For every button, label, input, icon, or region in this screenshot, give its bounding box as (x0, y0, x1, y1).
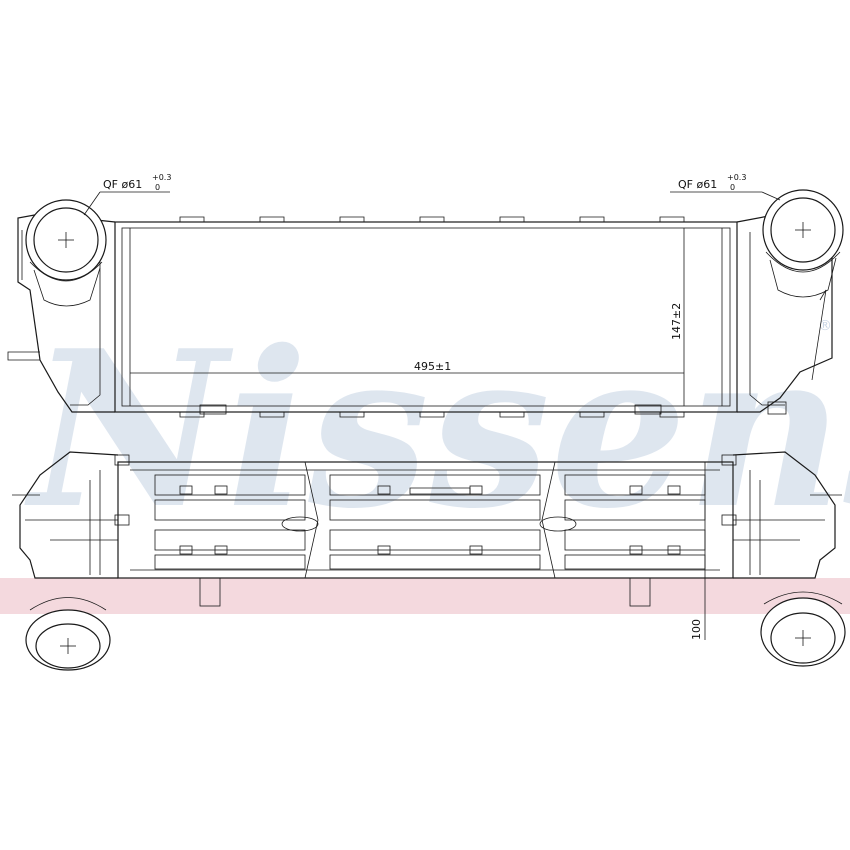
dim-core-length: 495±1 (414, 360, 451, 373)
dim-inlet-left: QF ø61 +0.3 0 (103, 173, 171, 192)
top-view (12, 451, 846, 671)
svg-text:QF ø61: QF ø61 (103, 178, 142, 191)
dim-depth: 100 (690, 619, 703, 640)
svg-text:QF ø61: QF ø61 (678, 178, 717, 191)
watermark-band (0, 578, 850, 614)
svg-text:0: 0 (730, 183, 735, 192)
svg-text:+0.3: +0.3 (727, 173, 746, 182)
front-view (7, 189, 844, 418)
svg-text:0: 0 (155, 183, 160, 192)
dim-inlet-right: QF ø61 +0.3 0 (678, 173, 746, 192)
brand-watermark: Nissens (24, 303, 850, 556)
svg-text:+0.3: +0.3 (152, 173, 171, 182)
registered-mark: ® (818, 318, 832, 334)
dim-core-height: 147±2 (670, 303, 683, 340)
